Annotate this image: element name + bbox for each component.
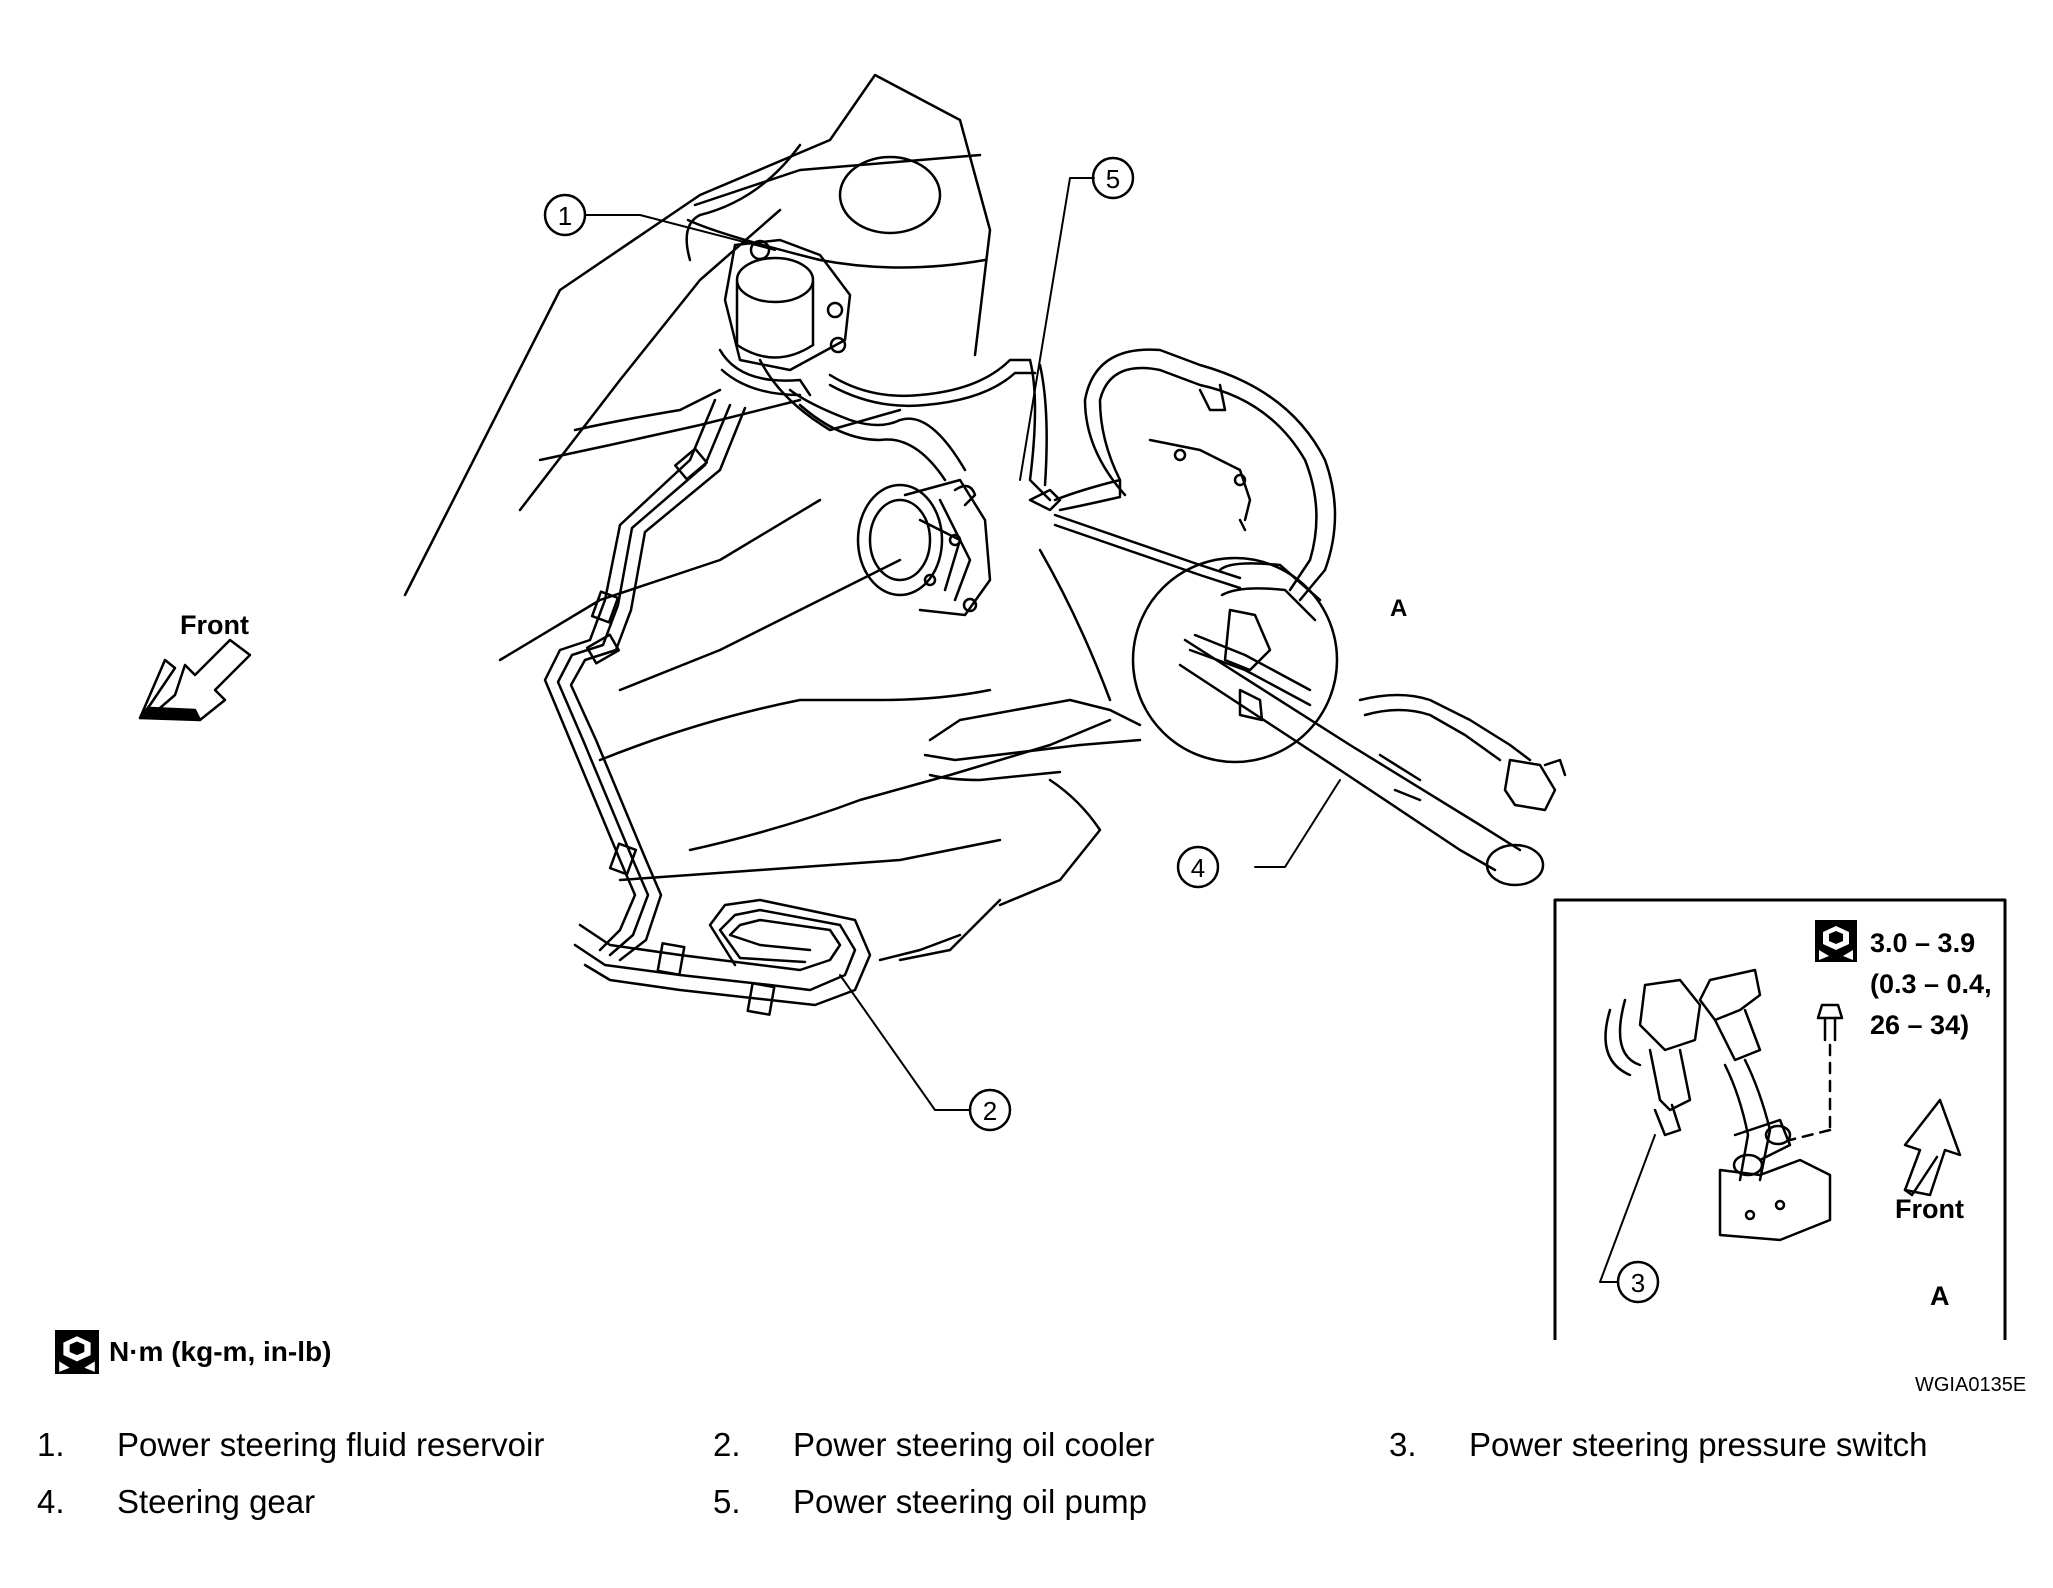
torque-wrench-icon	[1815, 920, 1857, 962]
svg-text:1: 1	[558, 201, 572, 231]
front-arrow-icon	[1903, 1098, 1962, 1197]
legend-text: Power steering oil pump	[793, 1483, 1148, 1520]
torque-spec-line1: 3.0 – 3.9	[1870, 928, 1975, 958]
torque-spec-line3: 26 – 34)	[1870, 1010, 1969, 1040]
detail-a-box	[1553, 898, 2007, 1340]
torque-units-key: N·m (kg-m, in-lb)	[55, 1330, 331, 1374]
front-arrow-icon	[138, 638, 252, 722]
torque-wrench-icon	[55, 1330, 99, 1374]
body-structure	[403, 73, 1142, 962]
detail-caption-a: A	[1930, 1281, 1950, 1311]
leader-lines	[584, 177, 1656, 1283]
detail-a-circle	[1131, 556, 1339, 764]
reservoir-pump-hoses	[788, 358, 1122, 512]
svg-text:3: 3	[1631, 1268, 1645, 1298]
front-label-main: Front	[180, 610, 249, 640]
pressure-line	[1053, 513, 1242, 590]
return-hose-loop	[1083, 348, 1337, 602]
callout-3: 3	[1616, 1260, 1660, 1304]
power-steering-diagram: 1 2 3 4 5 Front A Front A 3.0 – 3.9 (0.3…	[138, 73, 2007, 1340]
legend-text: Power steering fluid reservoir	[117, 1426, 545, 1463]
svg-text:2: 2	[983, 1096, 997, 1126]
legend-num: 1.	[37, 1426, 65, 1463]
legend-text: Power steering oil cooler	[793, 1426, 1155, 1463]
oil-pump	[856, 478, 992, 617]
legend-num: 3.	[1389, 1426, 1417, 1463]
steering-gear	[1178, 638, 1567, 887]
svg-text:4: 4	[1191, 853, 1205, 883]
svg-text:5: 5	[1106, 164, 1120, 194]
fluid-reservoir	[718, 238, 852, 397]
front-label-detail: Front	[1895, 1194, 1964, 1224]
legend-num: 5.	[713, 1483, 741, 1520]
callout-5: 5	[1091, 156, 1135, 200]
legend-text: Power steering pressure switch	[1469, 1426, 1928, 1463]
legend-num: 2.	[713, 1426, 741, 1463]
callout-4: 4	[1176, 845, 1220, 889]
callout-1: 1	[543, 193, 587, 237]
legend-text: Steering gear	[117, 1483, 316, 1520]
torque-spec-line2: (0.3 – 0.4,	[1870, 969, 1992, 999]
detail-marker-a: A	[1390, 595, 1407, 622]
torque-units-label: N·m (kg-m, in-lb)	[109, 1336, 332, 1367]
legend-num: 4.	[37, 1483, 65, 1520]
drawing-id: WGIA0135E	[1915, 1374, 2027, 1396]
oil-cooler	[573, 898, 872, 1016]
cooler-lines	[543, 398, 747, 962]
callout-2: 2	[968, 1088, 1012, 1132]
